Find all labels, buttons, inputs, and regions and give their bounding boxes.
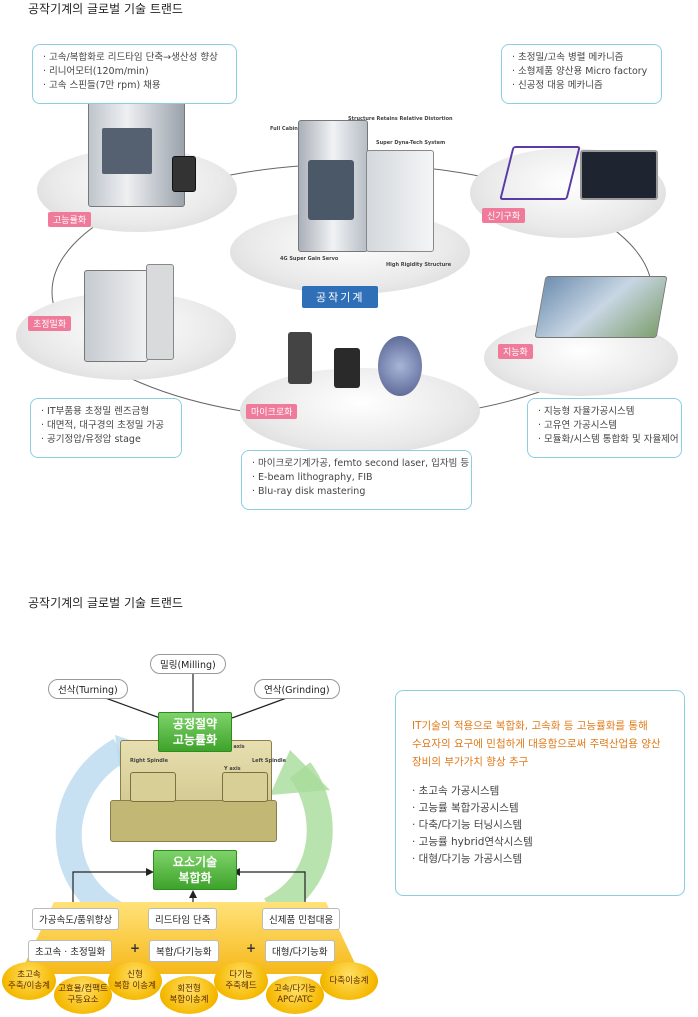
caption-servo: 4G Super Gain Servo bbox=[280, 256, 339, 262]
section1-title: 공작기계의 글로벌 기술 트랜드 bbox=[28, 2, 183, 16]
callout-line: · 고유연 가공시스템 bbox=[538, 420, 617, 431]
callout-bottom-left: · IT부품용 초정밀 렌즈금형 · 대면적, 대구경의 초정밀 가공 · 공기… bbox=[30, 398, 182, 458]
circle-line: 고효율/컴팩트 bbox=[58, 984, 108, 994]
callout-line: · 모듈화/시스템 통합화 및 자율제어 bbox=[538, 434, 679, 445]
micro-machine-image-1 bbox=[288, 332, 312, 384]
circle-line: 회전형 bbox=[177, 984, 201, 994]
circle-line: 다기능 bbox=[229, 970, 253, 980]
green-box-line: 공정절약 bbox=[172, 717, 218, 731]
label-z-axis: Z axis bbox=[228, 744, 245, 750]
callout-top-left: · 고속/복합화로 리드타임 단축→생산성 향상 · 리니어모터(120m/mi… bbox=[32, 44, 237, 104]
info-item: · 초고속 가공시스템 bbox=[412, 785, 500, 797]
plus-sign-1: + bbox=[130, 941, 141, 955]
callout-bottom-right: · 지능형 자율가공시스템 · 고유연 가공시스템 · 모듈화/시스템 통합화 … bbox=[527, 398, 682, 458]
tag-new-mechanism: 신기구화 bbox=[482, 208, 526, 223]
callout-line: · 지능형 자율가공시스템 bbox=[538, 406, 635, 417]
parallel-mechanism-image bbox=[499, 146, 581, 200]
circle-line: 다축이송계 bbox=[329, 975, 369, 986]
circle-line: 구동요소 bbox=[67, 995, 99, 1005]
ultra-precision-machine-image bbox=[84, 270, 148, 362]
callout-line: · 고속 스핀들(7만 rpm) 채용 bbox=[43, 80, 161, 91]
circle-line: 신형 bbox=[127, 970, 143, 980]
green-box-line: 고능률화 bbox=[172, 733, 218, 747]
circle-line: 초고속 bbox=[17, 970, 41, 980]
plus-sign-2: + bbox=[246, 941, 257, 955]
caption-full-cabin: Full Cabin bbox=[270, 126, 298, 132]
pill-turning: 선삭(Turning) bbox=[48, 679, 128, 699]
callout-line: · IT부품용 초정밀 렌즈금형 bbox=[41, 406, 150, 417]
label-left-spindle: Left Spindle bbox=[252, 758, 287, 764]
tag-intelligent: 지능화 bbox=[498, 344, 533, 359]
micro-factory-image bbox=[580, 150, 658, 200]
info-intro-line: 수요자의 요구에 민첩하게 대응함으로써 주력산업용 양산 bbox=[412, 738, 661, 750]
intelligent-system-image bbox=[534, 276, 668, 338]
center-machine-side bbox=[366, 150, 434, 252]
tag-micro: 마이크로화 bbox=[246, 404, 298, 419]
caption-super-dyna: Super Dyna-Tech System bbox=[376, 140, 446, 146]
turning-spindle-left bbox=[130, 772, 176, 802]
callout-line: · 마이크로기계가공, femto second laser, 입자빔 등 bbox=[252, 458, 470, 469]
callout-line: · 리니어모터(120m/min) bbox=[43, 66, 149, 77]
callout-bottom-center: · 마이크로기계가공, femto second laser, 입자빔 등 · … bbox=[241, 450, 472, 510]
circle-line: APC/ATC bbox=[277, 995, 313, 1005]
info-item: · 대형/다기능 가공시스템 bbox=[412, 853, 523, 865]
green-box-element-tech: 요소기술 복합화 bbox=[153, 850, 237, 890]
label-y-axis: Y axis bbox=[224, 766, 241, 772]
callout-line: · 고속/복합화로 리드타임 단축→생산성 향상 bbox=[43, 52, 218, 63]
circle-multi-axis: 다축이송계 bbox=[320, 962, 378, 1000]
circle-line: 고속/다기능 bbox=[274, 984, 316, 994]
control-panel-image bbox=[172, 156, 196, 192]
info-item: · 고능률 hybrid연삭시스템 bbox=[412, 836, 533, 848]
ultra-precision-machine-side bbox=[146, 264, 174, 360]
callout-line: · 공기정압/유정압 stage bbox=[41, 434, 141, 445]
caption-rigidity: High Rigidity Structure bbox=[386, 262, 452, 268]
callout-line: · 초정밀/고속 병렬 메카니즘 bbox=[512, 52, 624, 63]
box-speed-quality: 가공속도/품위향상 bbox=[32, 908, 120, 930]
box-large-size: 대형/다기능화 bbox=[265, 940, 335, 962]
caption-structure: Structure Retains Relative Distortion bbox=[348, 116, 453, 122]
circle-line: 주축헤드 bbox=[225, 981, 257, 991]
callout-top-right: · 초정밀/고속 병렬 메카니즘 · 소형제품 양산용 Micro factor… bbox=[501, 44, 662, 104]
green-box-line: 복합화 bbox=[178, 871, 212, 885]
circle-line: 복합이송계 bbox=[169, 995, 209, 1005]
pill-milling: 밀링(Milling) bbox=[150, 654, 226, 674]
pill-grinding: 연삭(Grinding) bbox=[254, 679, 340, 699]
center-label: 공작기계 bbox=[302, 286, 379, 308]
tag-high-efficiency: 고능률화 bbox=[48, 212, 92, 227]
callout-line: · Blu-ray disk mastering bbox=[252, 486, 366, 497]
tag-ultra-precision: 초정밀화 bbox=[28, 316, 72, 331]
micro-machine-image-3 bbox=[378, 336, 422, 396]
info-intro-line: 장비의 부가가치 향상 추구 bbox=[412, 756, 529, 768]
turning-spindle-right bbox=[222, 772, 268, 802]
callout-line: · E-beam lithography, FIB bbox=[252, 472, 373, 483]
circle-line: 복합 이송계 bbox=[114, 981, 156, 991]
green-box-line: 요소기술 bbox=[172, 855, 218, 869]
info-item: · 고능률 복합가공시스템 bbox=[412, 802, 519, 814]
section2-title: 공작기계의 글로벌 기술 트랜드 bbox=[28, 596, 183, 610]
machining-center-door bbox=[102, 128, 152, 174]
green-box-process-saving: 공정절약 고능률화 bbox=[158, 712, 232, 752]
box-lead-time: 리드타임 단축 bbox=[148, 908, 218, 930]
info-intro-line: IT기술의 적용으로 복합화, 고속화 등 고능률화를 통해 bbox=[412, 720, 648, 732]
callout-line: · 신공정 대응 메카니즘 bbox=[512, 80, 603, 91]
box-multi-function: 복합/다기능화 bbox=[149, 940, 219, 962]
center-machine-window bbox=[308, 160, 354, 220]
callout-line: · 대면적, 대구경의 초정밀 가공 bbox=[41, 420, 164, 431]
circle-line: 주축/이송계 bbox=[8, 981, 50, 991]
label-right-spindle: Right Spindle bbox=[130, 758, 168, 764]
box-ultra-speed: 초고속 · 초정밀화 bbox=[28, 940, 113, 962]
turning-center-base bbox=[110, 800, 277, 842]
micro-machine-image-2 bbox=[334, 348, 360, 388]
info-item: · 다축/다기능 터닝시스템 bbox=[412, 819, 523, 831]
callout-line: · 소형제품 양산용 Micro factory bbox=[512, 66, 648, 77]
info-box-right: IT기술의 적용으로 복합화, 고속화 등 고능률화를 통해 수요자의 요구에 … bbox=[395, 690, 685, 896]
box-new-product: 신제품 민첩대응 bbox=[262, 908, 341, 930]
